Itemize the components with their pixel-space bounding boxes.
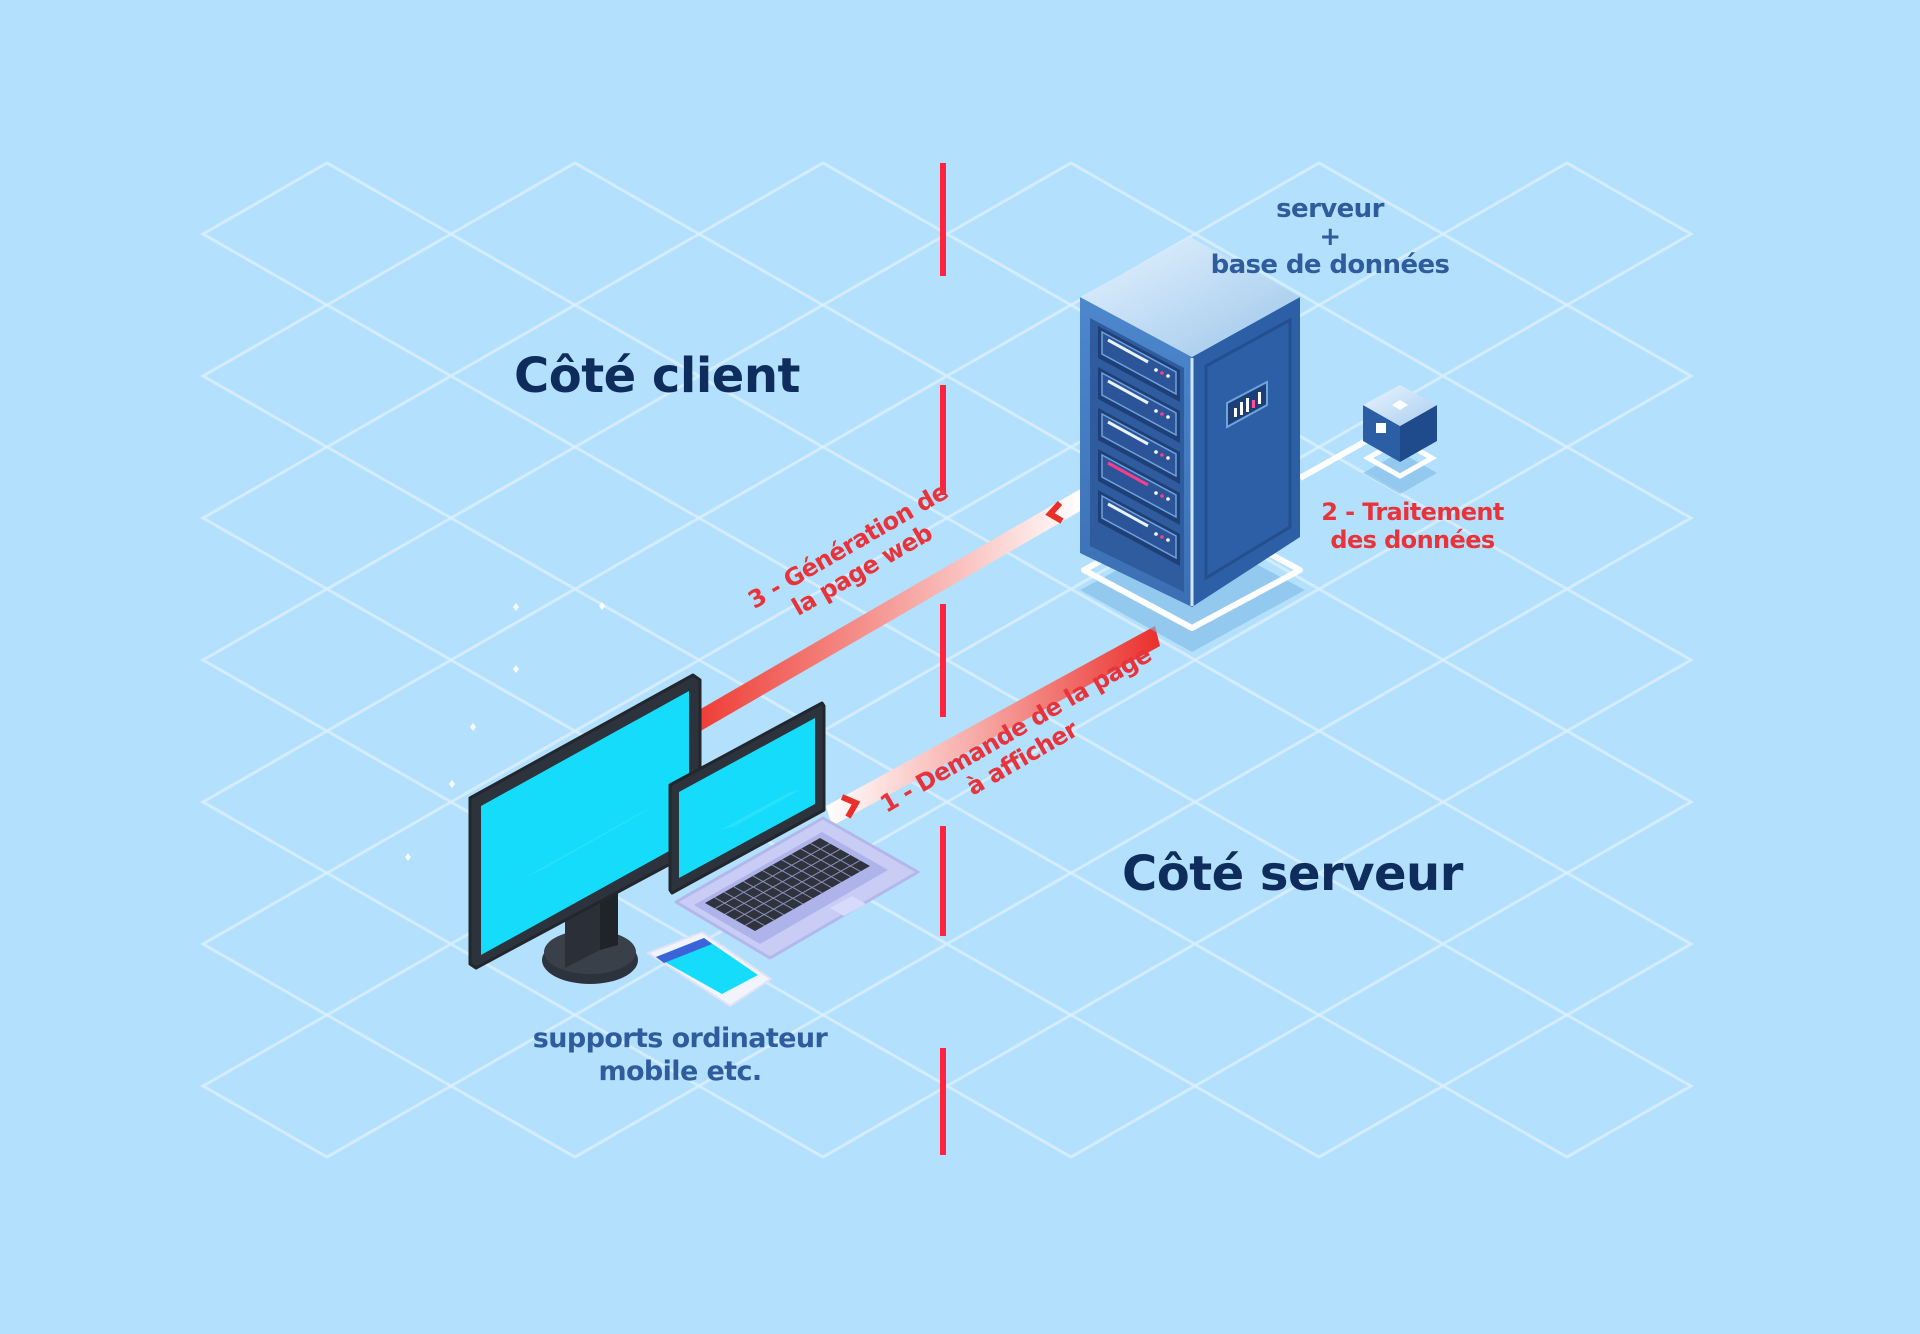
beam-step-3 [692,488,1082,736]
grid-cell [1439,587,1695,733]
sparkle-icon [513,603,519,611]
grid-cell [943,1013,1199,1159]
isometric-grid [199,161,1695,1159]
cube-icon [1362,385,1438,494]
grid-cell [199,1013,455,1159]
step-2-line2: des données [1330,526,1495,554]
decorative-sparkles [405,602,605,861]
grid-cell [199,445,455,591]
grid-cell [1439,161,1695,307]
grid-cell [199,161,455,307]
grid-cell [1439,303,1695,449]
grid-cell [199,587,455,733]
chevron-left-icon [1045,500,1064,524]
beam-step-1 [826,626,1160,826]
grid-cell [1439,871,1695,1017]
client-devices-label-line1: supports ordinateur [532,1023,828,1054]
grid-cell [695,161,951,307]
drive-bay [1098,449,1180,525]
client-devices-label-line2: mobile etc. [598,1056,762,1087]
desktop-monitor-icon [468,673,702,984]
sparkle-icon [599,602,605,610]
drive-bay [1098,408,1180,484]
chevron-right-icon [840,794,861,819]
step-2-line1: 2 - Traitement [1321,498,1504,526]
grid-cell [447,445,703,591]
step-2-label: 2 - Traitement des données [1305,498,1520,554]
drive-bay [1098,326,1180,402]
sparkle-icon [470,723,476,731]
grid-cell [447,161,703,307]
grid-cell [1439,445,1695,591]
grid-cell [199,303,455,449]
server-rack-icon [1080,237,1300,607]
bar-chart-icon [1226,380,1268,429]
server-side-heading: Côté serveur [1122,846,1463,902]
server-label: serveur + base de données [1200,194,1460,280]
server-label-plus: + [1319,222,1341,252]
drive-bay [1098,490,1180,566]
server-label-line1: serveur [1276,194,1384,224]
sparkle-icon [405,853,411,861]
server-label-line2: base de données [1210,250,1450,280]
keyboard-keys [714,842,861,927]
sparkle-icon [513,665,519,673]
client-side-heading: Côté client [514,348,800,404]
grid-cell [1439,1013,1695,1159]
smartphone-icon [647,931,772,1007]
drive-bay [1098,367,1180,443]
grid-cell [1191,1013,1447,1159]
grid-cell [199,871,455,1017]
grid-cell [199,729,455,875]
grid-cell [1439,729,1695,875]
sparkle-icon [449,780,455,788]
client-devices-label: supports ordinateur mobile etc. [520,1022,840,1088]
server-drive-bays [1098,326,1180,566]
laptop-icon [668,701,920,960]
